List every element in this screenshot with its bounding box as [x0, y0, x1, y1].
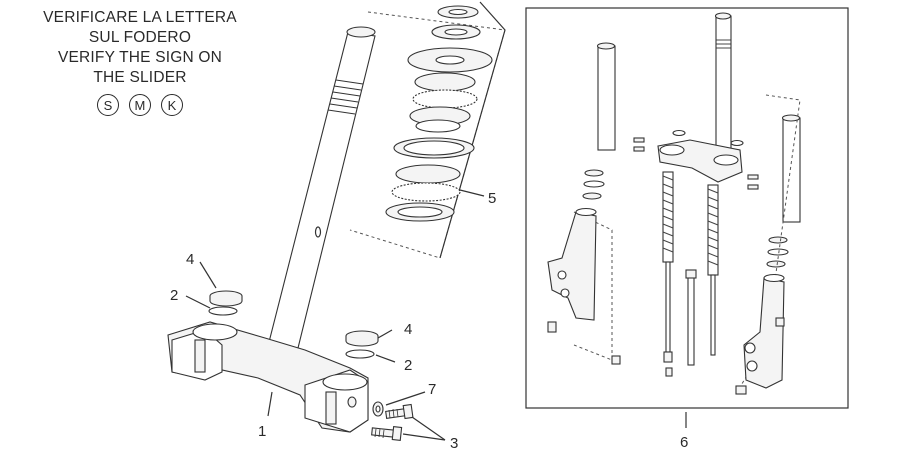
dust-cap-left: [209, 290, 243, 307]
note-line-3: VERIFY THE SIGN ON: [57, 49, 223, 66]
mark-k: K: [161, 94, 183, 116]
steering-stem-tube: [267, 26, 376, 349]
washer: [372, 401, 384, 417]
callout-2-left: 2: [170, 287, 178, 304]
fork-tube-left: [596, 42, 616, 151]
seals-right: [766, 236, 789, 268]
dust-cap-right: [345, 330, 379, 347]
spring-left: [662, 171, 674, 377]
callout-5: 5: [488, 190, 496, 207]
slider-marks: S M K: [20, 94, 260, 116]
o-ring-right: [345, 349, 375, 359]
bearing-kit-parts: [385, 5, 493, 222]
leader-lines: [185, 189, 687, 441]
slider-right: [734, 94, 801, 396]
slider-left: [547, 207, 621, 365]
steering-stem-fork: [714, 12, 732, 157]
mark-m: M: [129, 94, 151, 116]
o-ring-left: [208, 306, 238, 316]
bolt-lower: [371, 426, 403, 441]
small-bolts: [633, 129, 759, 190]
fork-tube-right: [781, 114, 801, 223]
callout-2-right: 2: [404, 357, 412, 374]
callout-3: 3: [450, 435, 458, 452]
fork-assembly-frame: [525, 7, 849, 409]
callout-1: 1: [258, 423, 266, 440]
damper-rod-center: [685, 269, 697, 366]
note-line-1: VERIFICARE LA LETTERA: [43, 9, 237, 26]
mark-s: S: [97, 94, 119, 116]
slider-sign-note: VERIFICARE LA LETTERA SUL FODERO VERIFY …: [20, 8, 260, 116]
callout-6: 6: [680, 434, 688, 451]
lower-triple-clamp: [167, 321, 369, 433]
fork-lower-clamp: [657, 139, 743, 183]
callout-4-left: 4: [186, 251, 194, 268]
note-line-4: THE SLIDER: [93, 69, 187, 86]
bearing-kit-frame: [349, 1, 506, 259]
note-line-2: SUL FODERO: [88, 29, 192, 46]
seals-left: [582, 169, 605, 200]
callout-4-right: 4: [404, 321, 412, 338]
spring-right: [707, 184, 719, 356]
bolt-upper: [385, 403, 414, 420]
callout-7: 7: [428, 381, 436, 398]
